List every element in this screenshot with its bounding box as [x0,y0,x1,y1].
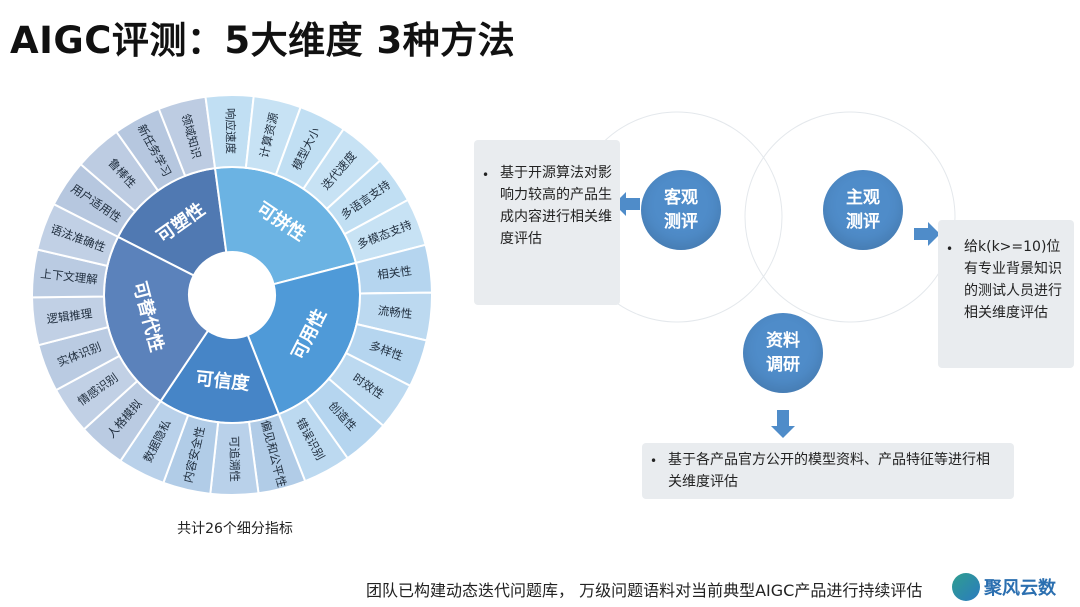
logo-text: 聚风云数 [984,577,1056,599]
indicator-label: 流畅性 [377,303,413,321]
subjective-description-box: • 给k(k>=10)位有专业背景知识的测试人员进行相关维度评估 [938,220,1074,368]
indicator-label: 逻辑推理 [46,306,94,326]
objective-method-node: 客观测评 [641,170,721,250]
logo-mark-icon [952,572,980,601]
indicator-label: 上下文理解 [40,267,99,287]
bullet-icon: • [650,454,658,468]
indicator-label: 相关性 [376,264,412,282]
brand-logo: 聚风云数 [952,566,1080,607]
research-description-box: • 基于各产品官方公开的模型资料、产品特征等进行相关维度评估 [642,443,1014,499]
objective-description: 基于开源算法对影响力较高的产品生成内容进行相关维度评估 [500,165,612,247]
indicator-sector [36,202,120,268]
subjective-description: 给k(k>=10)位有专业背景知识的测试人员进行相关维度评估 [964,239,1062,321]
objective-description-box: • 基于开源算法对影响力较高的产品生成内容进行相关维度评估 [474,140,620,305]
indicator-label: 响应速度 [223,108,238,155]
indicator-label: 可追溯性 [227,436,242,482]
arrow-right-icon [914,222,940,246]
page-title: AIGC评测：5大维度 3种方法 [10,19,516,62]
arrow-left-icon [614,192,640,216]
subjective-method-label: 主观测评 [846,188,880,232]
footer-note: 团队已构建动态迭代问题库， 万级问题语料对当前典型AIGC产品进行持续评估 [366,581,923,600]
sunburst-caption: 共计26个细分指标 [177,521,293,537]
research-description: 基于各产品官方公开的模型资料、产品特征等进行相关维度评估 [668,452,990,490]
arrow-down-icon [771,410,795,438]
sunburst-center [190,253,274,337]
bullet-icon: • [482,168,490,182]
subjective-method-node: 主观测评 [823,170,903,250]
sunburst-chart: 可塑性用户适用性鲁棒性新任务学习领域知识可拼性响应速度计算资源模型大小迭代速度多… [31,94,433,496]
objective-method-label: 客观测评 [664,188,698,232]
research-method-node: 资料调研 [743,313,823,393]
research-method-label: 资料调研 [766,331,800,375]
bullet-icon: • [946,242,954,256]
